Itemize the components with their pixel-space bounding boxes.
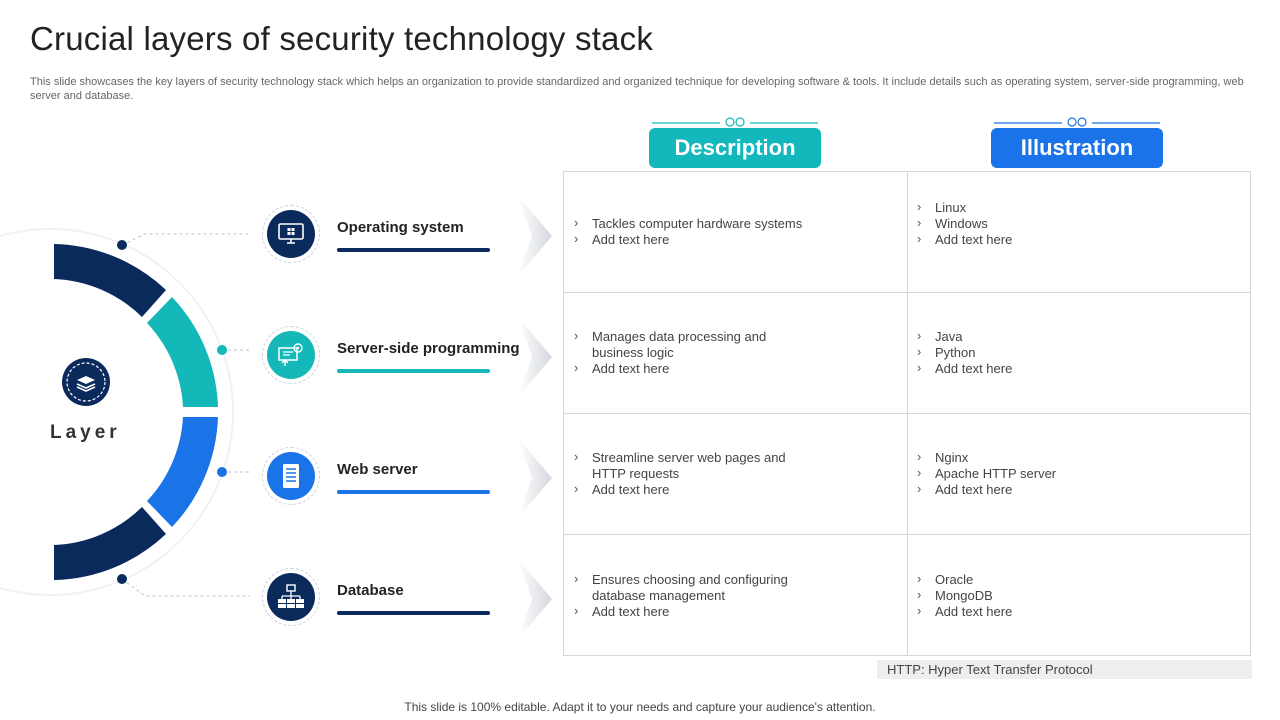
list-item: Add text here <box>574 481 804 498</box>
illustration-cell: Oracle MongoDB Add text here <box>907 535 1251 656</box>
layer-underline <box>337 248 490 252</box>
layer-row-server-side-programming: Server-side programming <box>262 326 552 406</box>
description-cell: Manages data processing and business log… <box>564 293 908 414</box>
list-item: Python <box>917 344 1012 361</box>
layer-name: Operating system <box>337 219 464 236</box>
ring-segment-1 <box>54 244 166 317</box>
description-header: Description <box>649 128 821 168</box>
layer-name: Web server <box>337 461 418 478</box>
list-item: Oracle <box>917 571 1012 588</box>
description-cell: Tackles computer hardware systems Add te… <box>564 172 908 293</box>
footnote-http: HTTP: Hyper Text Transfer Protocol <box>877 660 1252 679</box>
list-item: Java <box>917 328 1012 345</box>
code-presentation-icon <box>267 331 315 379</box>
header-ornament <box>652 117 818 127</box>
description-cell: Ensures choosing and configuring databas… <box>564 535 908 656</box>
footer-text: This slide is 100% editable. Adapt it to… <box>404 700 876 714</box>
chevron-right-icon <box>518 559 552 639</box>
ring-segment-3 <box>147 417 218 527</box>
header-ornament <box>994 117 1160 127</box>
chevron-right-icon <box>518 438 552 518</box>
monitor-windows-icon <box>267 210 315 258</box>
layer-row-web-server: Web server <box>262 447 552 527</box>
list-item: Linux <box>917 199 1012 216</box>
description-cell: Streamline server web pages and HTTP req… <box>564 414 908 535</box>
list-item: Add text here <box>917 603 1012 620</box>
hub-label: Layer <box>50 422 121 443</box>
outer-ring-outline <box>0 228 234 596</box>
list-item: Add text here <box>574 231 814 248</box>
connector-dot <box>117 574 127 584</box>
illustration-cell: Nginx Apache HTTP server Add text here <box>907 414 1251 535</box>
illustration-header: Illustration <box>991 128 1163 168</box>
layer-row-operating-system: Operating system <box>262 205 552 285</box>
icon-frame <box>262 326 320 384</box>
list-item: Add text here <box>917 360 1012 377</box>
chevron-right-icon <box>518 317 552 397</box>
list-item: Ensures choosing and configuring databas… <box>574 571 804 604</box>
page-subtitle: This slide showcases the key layers of s… <box>30 76 1244 102</box>
stack-layers-icon <box>62 358 110 406</box>
connector-lines <box>121 233 250 597</box>
connector-dot <box>217 345 227 355</box>
list-item: Manages data processing and business log… <box>574 328 794 361</box>
layer-underline <box>337 369 490 373</box>
connector-dot <box>117 240 127 250</box>
layer-ring-graphic <box>0 228 250 597</box>
list-item: Nginx <box>917 449 1056 466</box>
layer-name: Server-side programming <box>337 340 520 357</box>
icon-frame <box>262 568 320 626</box>
page-title: Crucial layers of security technology st… <box>30 20 654 57</box>
row-chevrons <box>518 196 552 639</box>
list-item: MongoDB <box>917 587 1012 604</box>
ring-segment-2 <box>147 297 218 407</box>
layer-table: Tackles computer hardware systems Add te… <box>563 171 1251 656</box>
layer-row-database: Database <box>262 568 552 648</box>
connector-dot <box>217 467 227 477</box>
layer-underline <box>337 611 490 615</box>
list-item: Add text here <box>574 360 794 377</box>
server-document-icon <box>267 452 315 500</box>
illustration-cell: Java Python Add text here <box>907 293 1251 414</box>
icon-frame <box>262 447 320 505</box>
illustration-cell: Linux Windows Add text here <box>907 172 1251 293</box>
layer-underline <box>337 490 490 494</box>
list-item: Streamline server web pages and HTTP req… <box>574 449 804 482</box>
ring-segment-4 <box>54 507 166 580</box>
layer-name: Database <box>337 582 404 599</box>
list-item: Add text here <box>917 231 1012 248</box>
icon-frame <box>262 205 320 263</box>
list-item: Apache HTTP server <box>917 465 1056 482</box>
list-item: Add text here <box>574 603 804 620</box>
chevron-right-icon <box>518 196 552 276</box>
list-item: Add text here <box>917 481 1056 498</box>
list-item: Tackles computer hardware systems <box>574 215 814 232</box>
list-item: Windows <box>917 215 1012 232</box>
database-network-icon <box>267 573 315 621</box>
